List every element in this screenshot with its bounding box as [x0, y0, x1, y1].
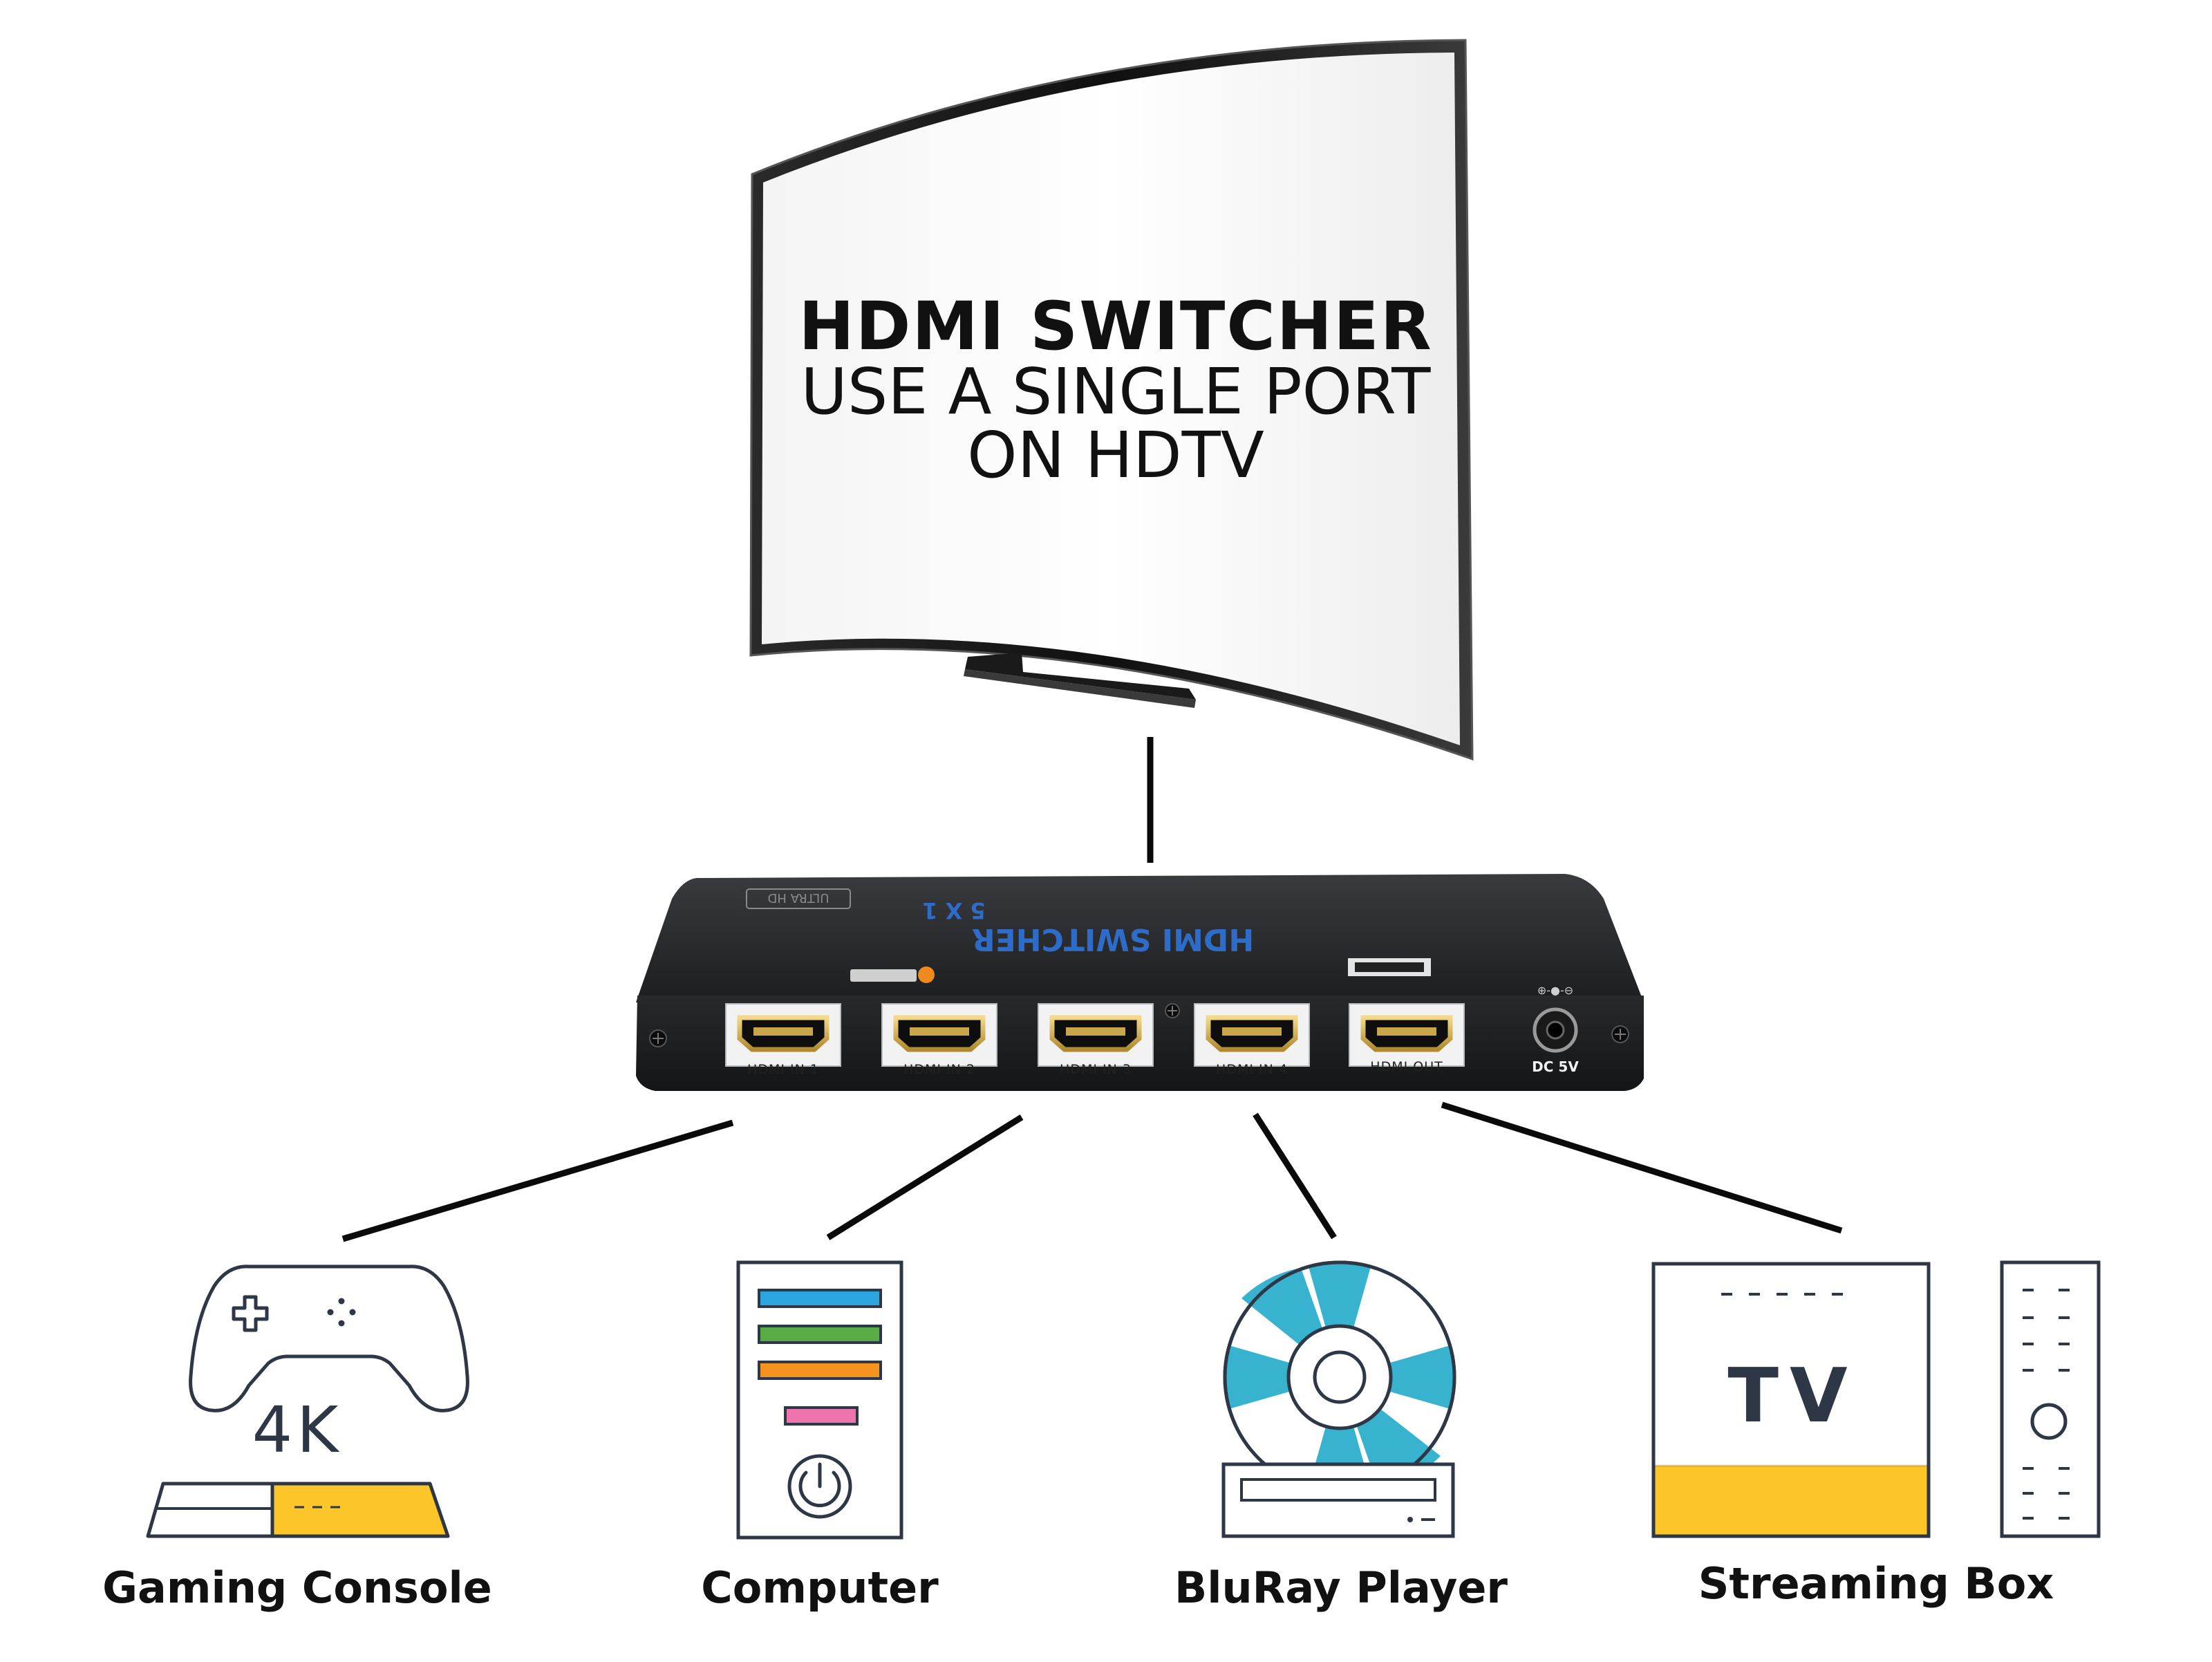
streaming-screen-text: TV	[1727, 1353, 1858, 1439]
hdmi-port-3-label: HDMI IN 3	[1060, 1062, 1132, 1077]
dc-label: DC 5V	[1532, 1058, 1579, 1075]
switcher-top-text: HDMI SWITCHER	[972, 922, 1254, 957]
tv-subtitle-line2: ON HDTV	[967, 418, 1264, 492]
console-base	[146, 1482, 450, 1538]
hdmi-port-4-label: HDMI IN 4	[1216, 1062, 1288, 1077]
screw-left	[649, 1029, 667, 1047]
hdmi-switcher: ULTRA HD 5 X 1 HDMI SWITCHER	[636, 874, 1644, 1091]
hdmi-port-2[interactable]: HDMI IN 2	[881, 1003, 997, 1077]
hdmi-port-out[interactable]: HDMI OUT	[1349, 1003, 1465, 1074]
computer-label: Computer	[701, 1562, 939, 1613]
tv-subtitle-line1: USE A SINGLE PORT	[801, 355, 1432, 429]
computer: Computer	[701, 1260, 939, 1613]
curved-tv: HDMI SWITCHER USE A SINGLE PORT ON HDTV	[749, 39, 1474, 761]
dc-power-jack[interactable]: ⊕-●-⊖ DC 5V	[1532, 984, 1579, 1075]
gaming-console: 4K Gaming Console	[102, 1264, 492, 1613]
tv-box-icon: TV	[1651, 1262, 1931, 1538]
tv-title: HDMI SWITCHER	[798, 288, 1432, 365]
brand-logo	[850, 967, 935, 983]
svg-text:⊕-●-⊖: ⊕-●-⊖	[1537, 984, 1573, 997]
connector-computer	[826, 1114, 1024, 1240]
svg-text:5 X 1: 5 X 1	[922, 897, 985, 924]
bluray-player-label: BluRay Player	[1174, 1562, 1508, 1613]
connector-streaming	[1441, 1101, 1843, 1234]
ultrahd-badge	[746, 888, 851, 909]
hdmi-port-2-label: HDMI IN 2	[903, 1062, 975, 1077]
screw-middle	[1165, 1003, 1180, 1018]
desktop-tower-icon	[736, 1260, 903, 1540]
tv-stand	[965, 653, 1196, 700]
tv-screen	[762, 53, 1460, 745]
hdmi-port-1-label: HDMI IN 1	[747, 1062, 819, 1077]
streaming-box: TV Streaming Box	[1651, 1260, 2101, 1609]
remote-icon	[2000, 1260, 2101, 1538]
bluray-player: BluRay Player	[1174, 1260, 1508, 1613]
gaming-4k-badge: 4K	[252, 1393, 343, 1467]
gamepad-icon	[189, 1264, 469, 1412]
screw-right	[1611, 1025, 1629, 1043]
svg-text:ULTRA HD: ULTRA HD	[768, 890, 830, 905]
connector-bluray	[1253, 1112, 1337, 1240]
hdmi-port-1[interactable]: HDMI IN 1	[725, 1003, 841, 1077]
hdmi-port-3[interactable]: HDMI IN 3	[1038, 1003, 1154, 1077]
hdmi-port-4[interactable]: HDMI IN 4	[1194, 1003, 1310, 1077]
hdmi-logo	[1348, 958, 1431, 976]
hdmi-port-out-label: HDMI OUT	[1370, 1059, 1443, 1074]
connector-gaming	[341, 1119, 734, 1242]
power-icon	[787, 1454, 852, 1519]
disc-player-box	[1221, 1462, 1455, 1538]
streaming-box-label: Streaming Box	[1698, 1558, 2054, 1609]
disc-icon	[1223, 1260, 1456, 1494]
gaming-console-label: Gaming Console	[102, 1562, 492, 1613]
